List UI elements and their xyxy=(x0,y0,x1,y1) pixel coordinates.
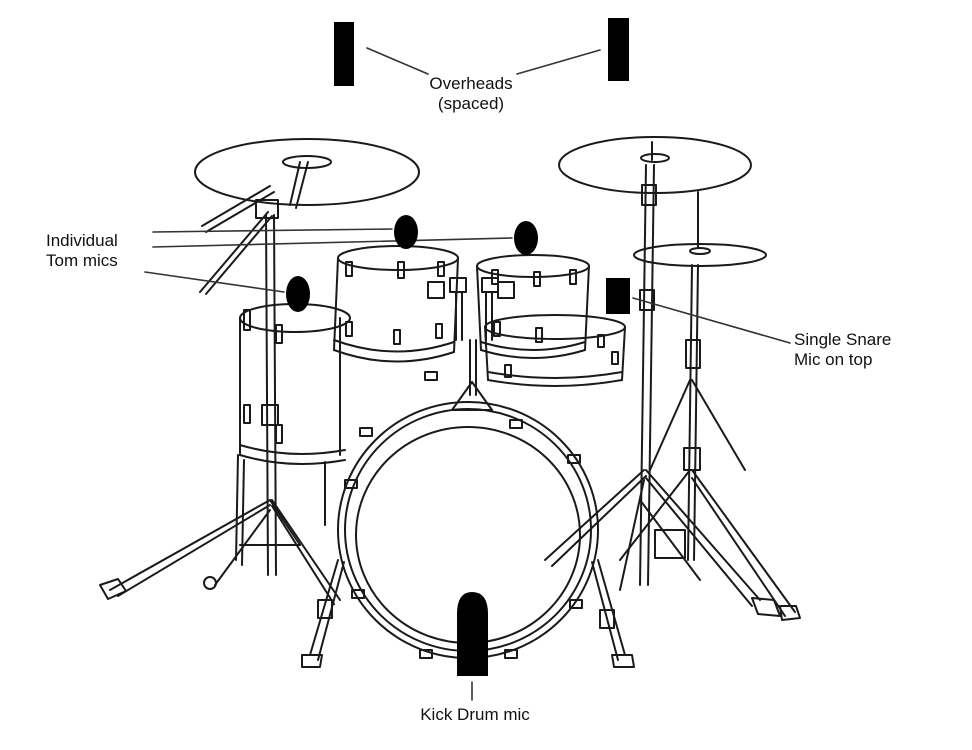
tom-leader-2 xyxy=(152,237,513,248)
leader-lines xyxy=(144,47,791,701)
right-rack-tom xyxy=(476,254,590,359)
kick-drum-mic xyxy=(457,592,488,676)
tom-mics-label-line2: Tom mics xyxy=(46,251,118,270)
overheads-label-line1: Overheads xyxy=(429,74,513,93)
snare-leader xyxy=(632,297,791,344)
left-rack-tom xyxy=(333,245,459,363)
snare-mic xyxy=(606,278,630,314)
tom-mic-right xyxy=(514,221,538,255)
snare-drum xyxy=(484,314,626,387)
floor-tom xyxy=(235,303,351,566)
snare-mic-label-line1: Single Snare xyxy=(794,330,892,349)
overheads-label: Overheads (spaced) xyxy=(396,74,546,114)
tom-mics-label-line1: Individual xyxy=(46,231,118,250)
tom-mics-label: Individual Tom mics xyxy=(46,231,118,271)
floor-tom-mic xyxy=(286,276,310,312)
kick-drum-mic-label-line1: Kick Drum mic xyxy=(420,705,530,724)
tom-leader-1 xyxy=(152,228,393,233)
left-cymbal-stand xyxy=(99,185,341,605)
snare-mic-label: Single Snare Mic on top xyxy=(794,330,891,370)
overhead-mic-right xyxy=(608,18,629,81)
overhead-left-leader xyxy=(366,47,429,75)
tom-mic-left xyxy=(394,215,418,249)
overheads-label-line2: (spaced) xyxy=(437,94,505,113)
snare-mic-label-line2: Mic on top xyxy=(794,350,873,369)
kick-drum-mic-label: Kick Drum mic xyxy=(395,705,555,725)
right-cymbal-stand xyxy=(544,164,781,617)
left-cymbal xyxy=(194,138,420,209)
kick-drum xyxy=(301,371,635,668)
tom-mount xyxy=(449,277,499,411)
tom-leader-3 xyxy=(144,271,285,293)
overhead-mic-left xyxy=(334,22,354,86)
right-cymbal xyxy=(558,136,752,194)
overhead-right-leader xyxy=(516,49,601,75)
